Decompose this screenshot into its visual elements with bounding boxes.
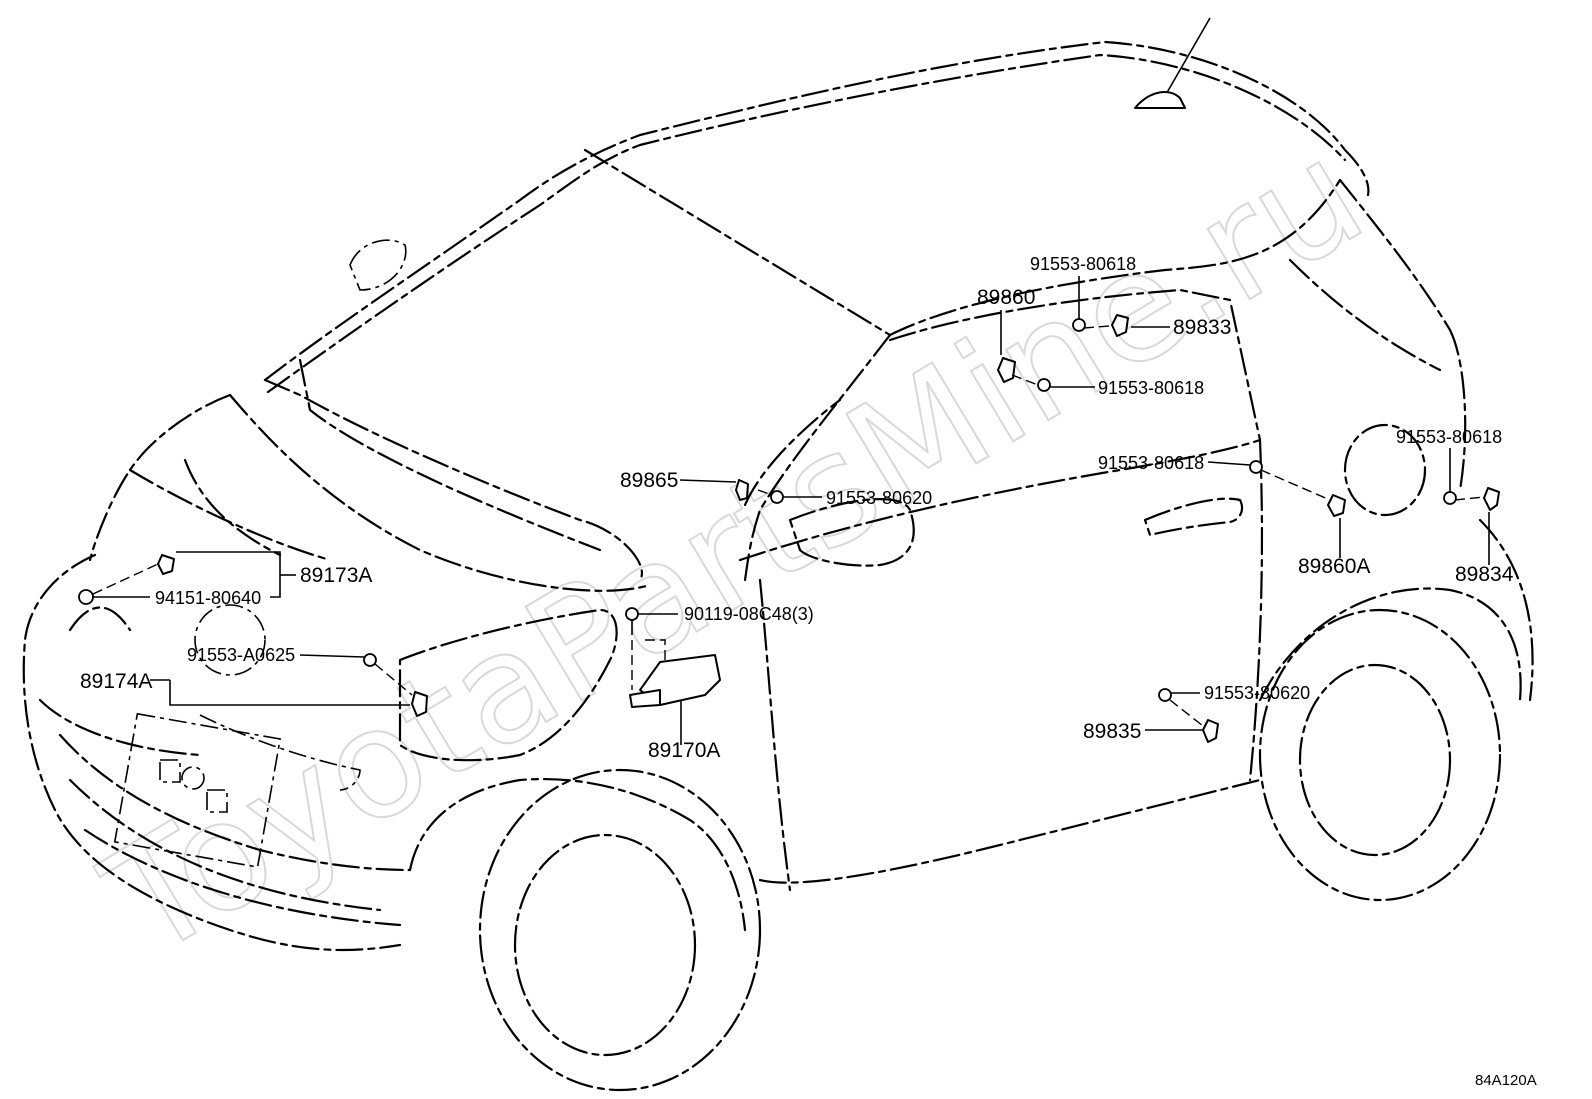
sensor-89834 [1483,487,1500,511]
bolt-94151-80640 [78,589,94,605]
label-91553-80620-b: 91553-80620 [1204,683,1310,703]
bolt-91553-80620-a [770,490,784,504]
label-94151-80640: 94151-80640 [155,588,261,608]
bolt-91553-80620-b [1158,688,1172,702]
sensor-89860A [1327,494,1346,517]
sensor-89865 [735,479,749,501]
label-89835: 89835 [1083,720,1141,743]
bolt-91553-80618-door [1249,460,1263,474]
label-89174A: 89174A [80,670,152,693]
label-89860A: 89860A [1298,555,1370,578]
bolt-91553-80618-top [1072,318,1086,332]
label-89173A: 89173A [300,564,372,587]
airbag-ecu-89170A [629,654,721,708]
label-90119-08C48: 90119-08C48(3) [684,604,814,624]
sensor-89174A [411,691,428,717]
bolt-91553-80618-mid [1037,378,1051,392]
sensor-89173A [157,554,175,575]
car-body [22,17,1534,1092]
bolt-91553-80618-right [1443,491,1457,505]
callout-labels: 91553-80618 89860 89833 91553-80618 9155… [80,254,1537,1089]
label-91553-80618-door: 91553-80618 [1098,453,1204,473]
parts [78,314,1500,743]
label-89865: 89865 [620,469,678,492]
bolt-91553-A0625 [363,653,377,667]
label-91553-A0625: 91553-A0625 [187,645,295,665]
sensor-89860 [997,357,1016,383]
label-89834: 89834 [1455,563,1514,586]
label-91553-80618-mid: 91553-80618 [1098,378,1204,398]
bolt-90119-08C48 [625,607,639,635]
label-91553-80620-a: 91553-80620 [826,488,932,508]
sensor-89835 [1202,719,1219,743]
label-91553-80618-right: 91553-80618 [1396,427,1502,447]
label-89170A: 89170A [648,739,720,762]
leader-lines [92,276,1490,745]
label-89860: 89860 [977,286,1035,309]
label-89833: 89833 [1173,316,1231,339]
diagram-code: 84A120A [1475,1072,1537,1089]
label-91553-80618-top: 91553-80618 [1030,254,1136,274]
sensor-89833 [1111,314,1129,337]
watermark: ToyotaPartsMine.ru [78,107,1391,991]
